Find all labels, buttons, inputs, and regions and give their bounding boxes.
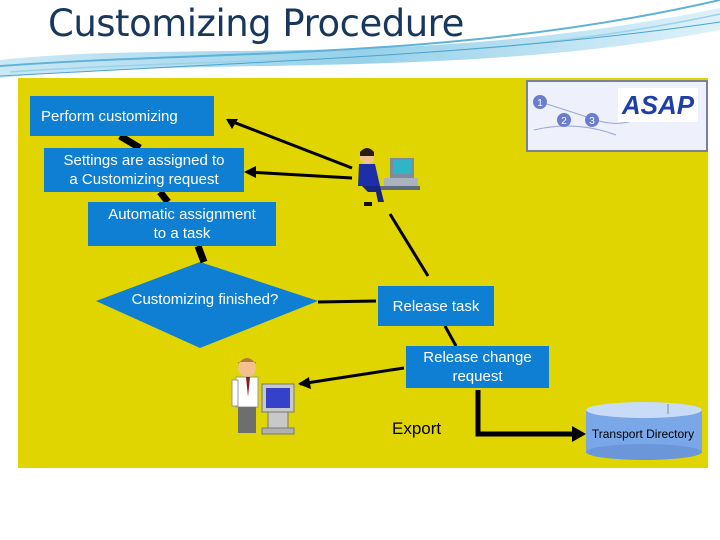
asap-logo: 1 2 3 ASAP <box>526 80 708 152</box>
automatic-assignment-line1: Automatic assignment <box>108 206 256 223</box>
automatic-assignment-line2: to a task <box>153 225 211 242</box>
asap-step-2: 2 <box>561 116 567 127</box>
settings-assigned-line2: a Customizing request <box>69 171 219 188</box>
admin-with-monitor-icon <box>231 358 295 435</box>
customizing-finished-label: Customizing finished? <box>131 291 279 308</box>
connector-diamond-release <box>317 299 377 304</box>
release-change-request-box: Release change request <box>406 346 549 388</box>
settings-assigned-line1: Settings are assigned to <box>63 152 225 169</box>
asap-step-1: 1 <box>537 98 543 109</box>
connector-release-change <box>443 325 458 347</box>
transport-directory-label: Transport Directory <box>591 427 695 441</box>
release-change-line2: request <box>452 368 503 385</box>
arrow-user-settings <box>247 170 353 180</box>
connector-settings-auto <box>157 189 171 205</box>
title-band <box>0 0 720 78</box>
asap-logo-text: ASAP <box>621 90 695 120</box>
arrow-user-perform <box>227 118 353 170</box>
export-arrow <box>475 390 578 437</box>
transport-directory-cylinder <box>586 402 702 460</box>
user-at-computer-icon <box>358 148 420 206</box>
perform-customizing-box: Perform customizing <box>30 96 214 136</box>
slide-title: Customizing Procedure <box>48 2 464 45</box>
automatic-assignment-box: Automatic assignment to a task <box>88 202 276 246</box>
decision-diamond <box>96 262 318 348</box>
perform-customizing-label: Perform customizing <box>41 107 178 125</box>
connector-perform-settings <box>118 132 142 152</box>
connector-user-release <box>388 213 430 277</box>
release-task-box: Release task <box>378 286 494 326</box>
release-change-line1: Release change <box>423 349 532 366</box>
connector-auto-diamond <box>194 244 208 264</box>
arrow-admin-release-change <box>299 366 405 386</box>
settings-assigned-box: Settings are assigned to a Customizing r… <box>44 148 244 192</box>
asap-step-3: 3 <box>589 116 595 127</box>
export-label: Export <box>392 419 442 438</box>
release-task-label: Release task <box>392 297 480 315</box>
